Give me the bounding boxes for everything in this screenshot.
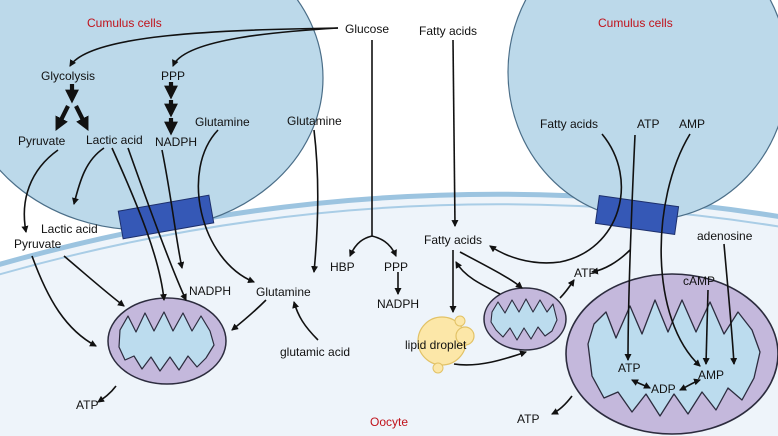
arrow-right-fatty-acids-to-oocyte [489,133,623,264]
label-nadph-oocyte: NADPH [189,284,231,298]
label-atp-center: ATP [574,266,596,280]
label-adenosine: adenosine [697,229,753,243]
arrow-glucose-to-hbp [349,235,373,257]
mitochondrion-left [107,297,227,385]
label-nadph-center: NADPH [377,297,419,311]
label-glutamine-top: Glutamine [287,114,342,128]
arrow-right-atp-down [624,134,636,362]
label-ppp-oocyte: PPP [384,260,408,274]
arrow-mito-left-to-atp [97,385,117,403]
cumulus-cell-left [0,0,324,231]
arrow-glutamine-to-mito [231,299,267,331]
label-cumulus-right: Cumulus cells [598,16,673,30]
label-nadph-cell: NADPH [155,135,197,149]
arrow-atp-adp-mito [631,379,651,389]
label-hbp: HBP [330,260,355,274]
label-pyruvate-cell: Pyruvate [18,134,66,148]
arrow-mito-center-to-atp [559,279,575,299]
label-ppp-cell: PPP [161,69,185,83]
arrow-lactic-acid-cell-to-mito [111,147,167,302]
lipid-droplet-small-bottom [432,362,444,374]
arrow-lactic-oocyte-to-mito [63,255,125,307]
arrow-mito-center-to-fatty-acids [455,261,501,295]
label-adp-mito: ADP [651,382,676,396]
arrow-glucose-to-glycolysis [69,27,339,67]
arrow-camp-to-amp [702,289,710,366]
arrow-lactic-acid-cell-to-oocyte [72,147,105,206]
arrow-right-amp-to-amp-mito [660,133,701,367]
label-atp-bottom: ATP [517,412,539,426]
arrow-fatty-acids-down [451,39,459,228]
label-fatty-acids-top: Fatty acids [419,24,477,38]
arrow-right-atp-to-atp [590,249,631,275]
label-fatty-acids-right-cell: Fatty acids [540,117,598,131]
mitochondrion-right [565,273,778,435]
gap-junction-left [117,194,215,240]
label-atp-mito: ATP [618,361,640,375]
label-glutamine-oocyte: Glutamine [256,285,311,299]
label-camp: cAMP [683,274,715,288]
cumulus-cell-right [507,0,778,221]
arrow-nadph-cell-to-oocyte [161,149,185,270]
label-cumulus-left: Cumulus cells [87,16,162,30]
thick-arrow-glycolysis-right [74,105,89,131]
label-oocyte: Oocyte [370,415,408,429]
arrow-glucose-to-ppp-oocyte [371,235,397,257]
arrow-lipid-to-mito-center [453,350,527,366]
label-lactic-acid-cell: Lactic acid [86,133,143,147]
label-amp-right-cell: AMP [679,117,705,131]
label-pyruvate-oocyte: Pyruvate [14,237,62,251]
label-fatty-acids-oocyte: Fatty acids [424,233,482,247]
arrow-pyruvate-oocyte-to-mito [31,255,97,347]
label-lactic-acid-oocyte: Lactic acid [41,222,98,236]
label-atp-left: ATP [76,398,98,412]
arrow-nadph-cell-to-mito [127,147,187,301]
arrow-fatty-acids-to-mito-center [459,251,523,289]
label-glycolysis: Glycolysis [41,69,95,83]
label-glutamine-cell: Glutamine [195,115,250,129]
lipid-droplet-medium [455,326,475,346]
gap-junction-right [594,195,680,235]
label-amp-mito: AMP [698,368,724,382]
thick-arrow-glycolysis-left [55,105,70,131]
label-atp-right-cell: ATP [637,117,659,131]
arrow-glutamine-top-down [311,129,319,274]
arrow-glutamic-acid-to-glutamine [292,300,319,341]
arrow-adenosine-to-amp [723,243,738,366]
lipid-droplet-small-top [454,315,466,327]
label-glutamic-acid: glutamic acid [280,345,350,359]
label-glucose: Glucose [345,22,389,36]
arrow-pyruvate-cell-to-oocyte [21,149,59,234]
mitochondrion-center [483,287,567,351]
arrow-glucose-to-ppp [172,27,339,67]
label-lipid-droplet: lipid droplet [405,338,467,352]
arrow-adp-amp-mito [679,378,701,391]
arrow-glutamine-cell-to-oocyte [197,129,255,283]
arrow-mito-right-to-atp [551,395,573,415]
